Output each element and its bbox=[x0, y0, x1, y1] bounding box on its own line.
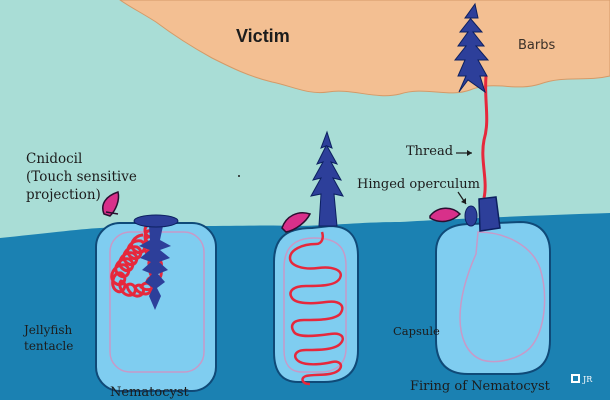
thread-label: Thread bbox=[406, 143, 453, 160]
cnidocil-label: Cnidocil (Touch sensitive projection) bbox=[26, 150, 137, 204]
jellyfish-label-line-1: Jellyfish bbox=[24, 322, 73, 338]
operculum-lid-3 bbox=[465, 206, 477, 226]
hinged-operculum bbox=[479, 197, 500, 231]
barbs-label: Barbs bbox=[518, 38, 555, 53]
nematocyst-capsule-3 bbox=[436, 222, 550, 374]
credit-label: JR bbox=[583, 375, 592, 384]
stray-dot bbox=[238, 175, 240, 177]
cnidocil-label-line-3: projection) bbox=[26, 186, 137, 204]
credit-mark-inner bbox=[573, 376, 578, 381]
firing-label: Firing of Nematocyst bbox=[410, 378, 550, 395]
victim-label: Victim bbox=[236, 26, 290, 47]
jellyfish-tentacle-label: Jellyfish tentacle bbox=[24, 322, 73, 354]
hinged-operculum-label: Hinged operculum bbox=[357, 176, 480, 193]
nematocyst-label: Nematocyst bbox=[110, 384, 189, 401]
cnidocil-label-line-1: Cnidocil bbox=[26, 150, 137, 168]
operculum-lid-1 bbox=[134, 215, 178, 227]
capsule-label: Capsule bbox=[393, 323, 440, 340]
cnidocil-label-line-2: (Touch sensitive bbox=[26, 168, 137, 186]
jellyfish-label-line-2: tentacle bbox=[24, 338, 73, 354]
